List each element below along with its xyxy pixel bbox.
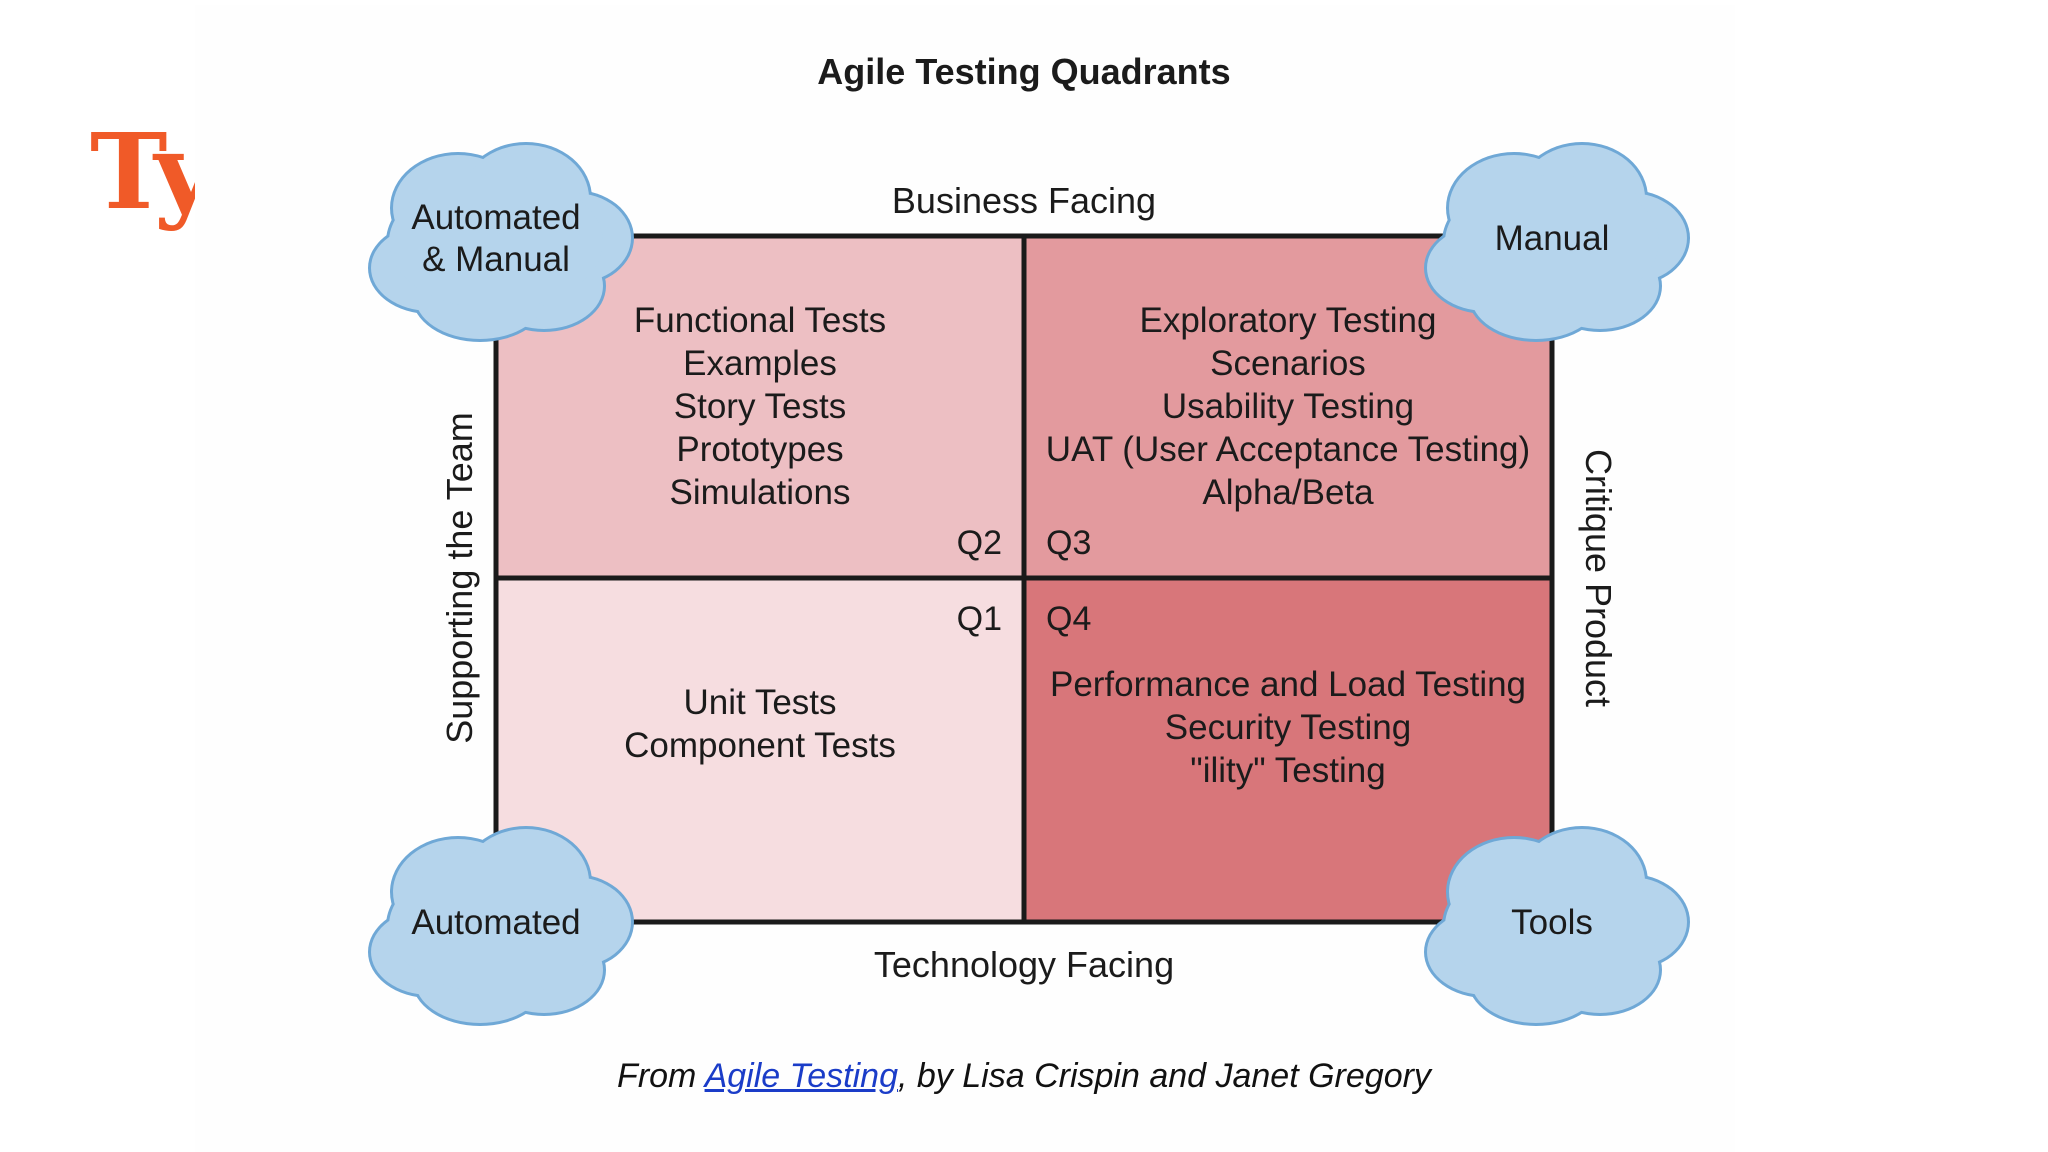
quadrant-q4-item: Performance and Load Testing (1050, 665, 1526, 704)
right-axis-label: Critique Product (1578, 449, 1619, 707)
top-axis-label: Business Facing (892, 180, 1156, 221)
caption-prefix: From (617, 1057, 705, 1095)
cloud-top-left-label: & Manual (422, 240, 570, 279)
quadrant-q3-item: UAT (User Acceptance Testing) (1046, 430, 1530, 469)
cloud-bottom-left-label: Automated (411, 903, 580, 942)
quadrant-q4-id: Q4 (1046, 600, 1091, 638)
left-axis-label: Supporting the Team (439, 412, 480, 744)
quadrant-q2-item: Functional Tests (634, 301, 886, 340)
agile-testing-link[interactable]: Agile Testing (704, 1057, 898, 1095)
cloud-top-right-label: Manual (1495, 219, 1610, 258)
quadrant-q1-item: Component Tests (624, 726, 896, 765)
quadrant-q3-item: Exploratory Testing (1139, 301, 1436, 340)
quadrant-q1-id: Q1 (957, 600, 1002, 638)
cloud-bottom-left: Automated (368, 826, 634, 1026)
diagram-title: Agile Testing Quadrants (817, 51, 1230, 92)
quadrant-q2-item: Story Tests (674, 387, 846, 426)
quadrant-q2-item: Simulations (670, 473, 851, 512)
quadrant-q4-item: Security Testing (1165, 708, 1411, 747)
quadrant-q1-item: Unit Tests (683, 683, 836, 722)
cloud-top-left-label: Automated (411, 198, 580, 237)
quadrant-q3-item: Usability Testing (1162, 387, 1414, 426)
cloud-bottom-right: Tools (1424, 826, 1690, 1026)
caption: From Agile Testing, by Lisa Crispin and … (0, 1057, 2048, 1096)
cloud-top-left: Automated& Manual (368, 142, 634, 342)
quadrant-q3-item: Scenarios (1210, 344, 1366, 383)
bottom-axis-label: Technology Facing (874, 944, 1174, 985)
quadrant-q3-id: Q3 (1046, 524, 1091, 562)
quadrant-q2-id: Q2 (957, 524, 1002, 562)
quadrant-q2-item: Examples (683, 344, 837, 383)
quadrant-q3-item: Alpha/Beta (1202, 473, 1374, 512)
cloud-top-right: Manual (1424, 142, 1690, 342)
quadrant-q2-item: Prototypes (676, 430, 843, 469)
cloud-bottom-right-label: Tools (1511, 903, 1593, 942)
quadrant-q4-item: "ility" Testing (1190, 751, 1385, 790)
caption-suffix: , by Lisa Crispin and Janet Gregory (898, 1057, 1431, 1095)
